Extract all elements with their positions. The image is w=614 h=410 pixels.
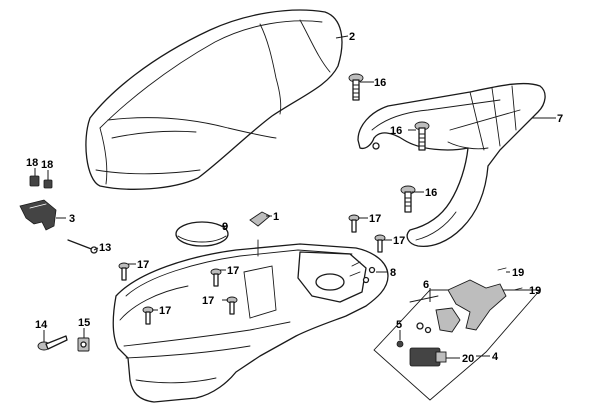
- callout-label: 2: [349, 31, 355, 43]
- callout-label: 17: [202, 295, 214, 307]
- callout-label: 13: [99, 242, 111, 254]
- clip-1-drawing: [249, 211, 271, 227]
- callout-label: 6: [423, 279, 429, 291]
- callout-label: 8: [390, 267, 396, 279]
- nut-15-drawing: [77, 337, 90, 352]
- callout-label: 14: [35, 319, 48, 331]
- bolt-16-lower: [400, 185, 416, 213]
- callout-label: 7: [557, 113, 563, 125]
- callout-label: 3: [69, 213, 75, 225]
- bolt-16-top: [348, 73, 364, 101]
- callout-label: 16: [390, 125, 402, 137]
- callout-labels: 2 16 7 16 16 18 18 3 13 9 1 17 17 17 17 …: [26, 31, 563, 365]
- luggage-box-drawing: [112, 239, 389, 403]
- callout-label: 19: [529, 285, 541, 297]
- nut-18-left: [29, 175, 40, 187]
- callout-label: 18: [41, 159, 53, 171]
- callout-label: 5: [396, 319, 402, 331]
- seat-lock-assembly-drawing: [373, 267, 541, 401]
- callout-label: 20: [462, 353, 474, 365]
- cap-9-drawing: [175, 221, 229, 247]
- callout-label: 17: [227, 265, 239, 277]
- callout-label: 17: [369, 213, 381, 225]
- screw-14-drawing: [37, 335, 68, 351]
- screw-17-b: [374, 234, 386, 253]
- screw-17-c: [118, 262, 130, 281]
- callout-label: 1: [273, 211, 279, 223]
- callout-label: 15: [78, 317, 90, 329]
- screw-17-f: [226, 296, 238, 315]
- callout-label: 16: [425, 187, 437, 199]
- callout-label: 18: [26, 157, 38, 169]
- leader-lines: [34, 35, 556, 359]
- bolt-16-middle: [414, 121, 430, 151]
- callout-label: 17: [159, 305, 171, 317]
- seat-drawing: [85, 9, 343, 190]
- callout-label: 17: [137, 259, 149, 271]
- callout-label: 9: [222, 221, 228, 233]
- screw-17-d: [210, 268, 222, 287]
- screw-17-a: [348, 214, 360, 233]
- callout-label: 17: [393, 235, 405, 247]
- callout-label: 16: [374, 77, 386, 89]
- callout-label: 19: [512, 267, 524, 279]
- rear-carrier-drawing: [357, 82, 546, 248]
- bolt-13-drawing: [67, 239, 98, 254]
- nut-18-right: [43, 179, 53, 189]
- bracket-3-drawing: [19, 199, 57, 231]
- callout-label: 4: [492, 351, 499, 363]
